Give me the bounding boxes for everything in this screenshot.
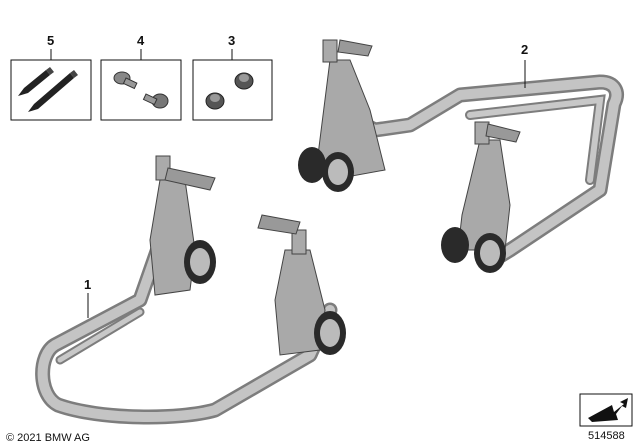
callout-2: 2 [521, 42, 529, 57]
bolt-pin-icon [113, 71, 169, 109]
copyright-text: © 2021 BMW AG [6, 432, 90, 444]
callout-4: 4 [137, 33, 145, 48]
direction-arrow-icon [579, 393, 633, 427]
bushing-icon [205, 72, 254, 110]
callout-5: 5 [47, 33, 55, 48]
diagram-number: 514588 [588, 430, 625, 442]
front-paddock-stand [35, 155, 346, 425]
screw-icon [18, 67, 78, 112]
part-box-5 [10, 49, 92, 121]
wheel-icon [184, 240, 346, 355]
rear-paddock-stand [298, 39, 624, 273]
wheel-icon [298, 147, 506, 273]
callout-1: 1 [84, 277, 92, 292]
part-box-3 [192, 49, 273, 121]
part-box-4 [100, 49, 182, 121]
callout-3: 3 [228, 33, 236, 48]
